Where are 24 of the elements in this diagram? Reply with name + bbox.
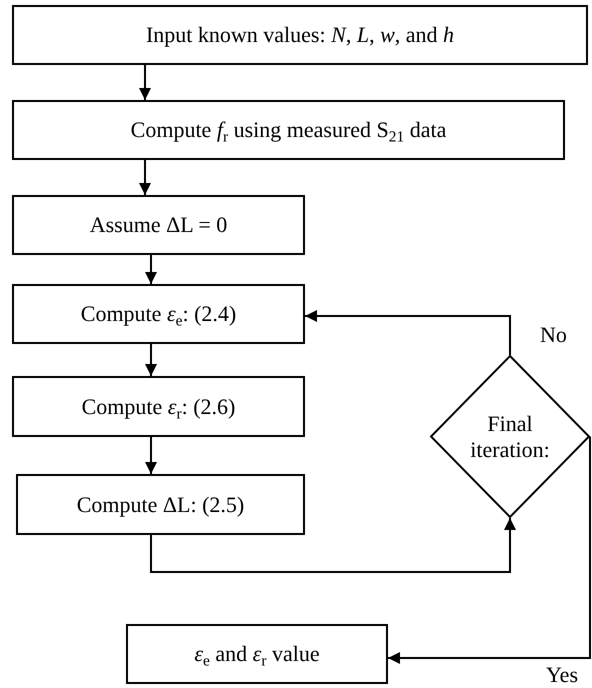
arrow [139, 160, 151, 195]
process-box [126, 624, 388, 684]
arrow [150, 518, 516, 573]
process-box [16, 474, 305, 535]
process-box [12, 100, 565, 160]
arrow [305, 310, 511, 355]
process-box [12, 376, 305, 437]
node-text: Compute f$_{r}$ using measured S$_{21}$ data [130, 117, 446, 143]
node-text: Input known values: N, L, w, and h [146, 22, 454, 48]
node-text: Final iteration: [469, 411, 551, 462]
arrow [145, 344, 157, 376]
node-text: Compute ε$_{r}$: (2.6) [82, 394, 236, 420]
node-text: ε$_{e}$ and ε$_{r}$ value [194, 641, 320, 667]
node-text: Compute ΔL: (2.5) [76, 492, 244, 518]
decision-diamond [430, 355, 590, 518]
arrow [388, 436, 591, 664]
arrow [145, 255, 157, 284]
arrow [139, 65, 151, 100]
node-text: Compute ε$_{e}$: (2.4) [80, 301, 236, 327]
process-box [12, 5, 588, 65]
node-text: Assume ΔL = 0 [90, 212, 228, 238]
arrow [145, 437, 157, 474]
process-box [12, 284, 305, 344]
process-box [12, 195, 305, 255]
